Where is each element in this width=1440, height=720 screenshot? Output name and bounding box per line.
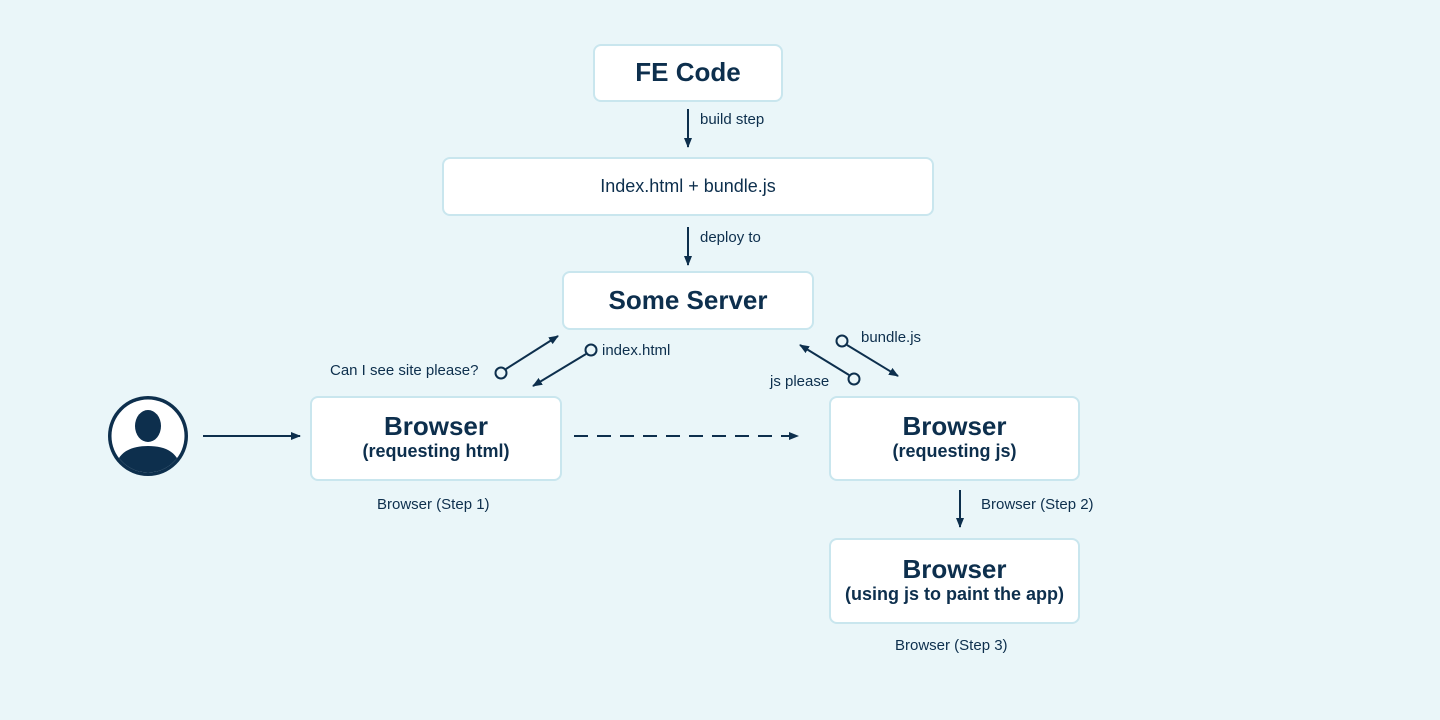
edge-label-bundle-js: bundle.js: [861, 329, 922, 346]
browser-step1-node: Browser (requesting html): [310, 396, 562, 481]
browser-step3-title: Browser: [902, 553, 1007, 584]
fe-code-title: FE Code: [635, 57, 741, 88]
index-html-origin-dot: [584, 343, 598, 357]
build-output-label: Index.html + bundle.js: [600, 176, 776, 196]
build-output-node: Index.html + bundle.js: [442, 157, 934, 216]
browser-step2-subtitle: (requesting js): [892, 441, 1017, 462]
edge-label-request-site: Can I see site please?: [330, 362, 479, 379]
caption-step1: Browser (Step 1): [377, 496, 490, 513]
fe-code-node: FE Code: [593, 44, 783, 102]
js-please-origin-dot: [847, 372, 861, 386]
browser-step2-node: Browser (requesting js): [829, 396, 1080, 481]
browser-step3-subtitle: (using js to paint the app): [845, 583, 1064, 604]
edge-label-deploy-to: deploy to: [700, 229, 761, 246]
edge-label-index-html: index.html: [602, 342, 671, 359]
user-avatar-icon: [108, 396, 188, 476]
server-node: Some Server: [562, 271, 814, 330]
browser-step1-title: Browser: [383, 411, 489, 442]
browser-step1-subtitle: (requesting html): [362, 441, 510, 462]
request-site-origin-dot: [494, 366, 508, 380]
server-title: Some Server: [608, 284, 768, 315]
caption-step3: Browser (Step 3): [895, 637, 1008, 654]
browser-step3-node: Browser (using js to paint the app): [829, 538, 1080, 624]
browser-step2-title: Browser: [902, 411, 1007, 442]
edge-label-build-step: build step: [700, 111, 765, 128]
arrow-index-html: [532, 353, 587, 387]
caption-step2: Browser (Step 2): [981, 496, 1094, 513]
arrow-request-site: [505, 335, 559, 370]
bundle-js-origin-dot: [835, 334, 849, 348]
arrow-bundle-js: [846, 344, 899, 377]
arrow-js-please: [799, 344, 850, 376]
edge-label-js-please: js please: [770, 373, 830, 390]
